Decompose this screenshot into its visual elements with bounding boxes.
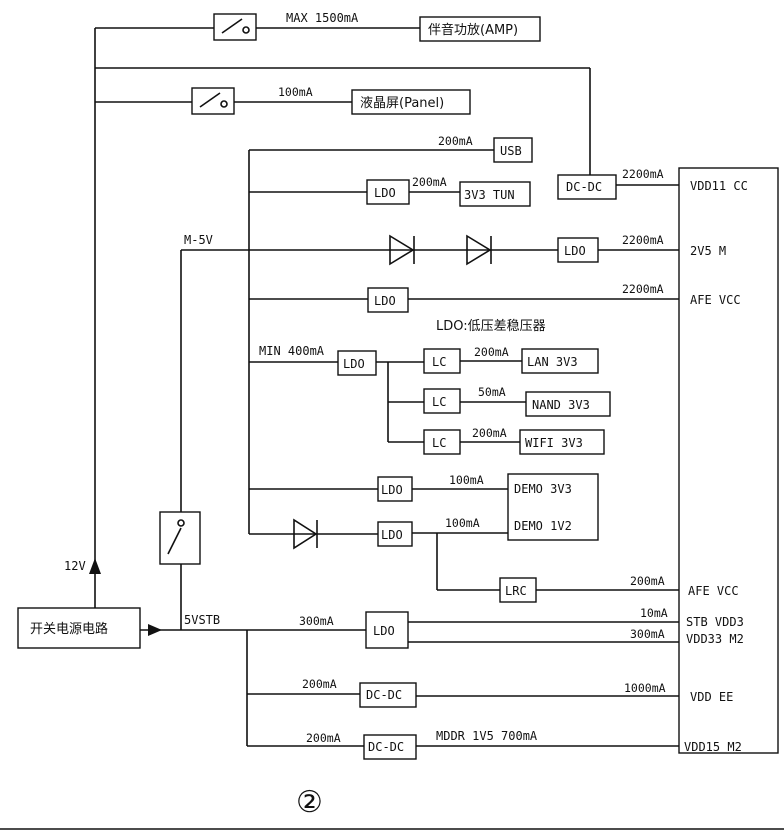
block-lan (521, 348, 599, 374)
label-ldo-demo3: LDO (381, 483, 403, 497)
diode-2-body (466, 234, 492, 266)
block-tun (459, 181, 531, 207)
soc-rail-vdd33: VDD33 M2 (686, 632, 744, 646)
label-ldo-main: LDO (343, 357, 365, 371)
block-ldo-2v5 (557, 237, 599, 263)
label-tun-block: 3V3 TUN (464, 188, 515, 202)
label-amp-max: MAX 1500mA (286, 11, 359, 25)
current-wifi: 200mA (472, 426, 507, 440)
block-wifi (519, 429, 605, 455)
current-m2-in: 200mA (306, 731, 341, 745)
figure-number: ② (296, 785, 323, 820)
block-demo (507, 473, 599, 541)
block-psu (17, 607, 141, 649)
block-lc-lan (423, 348, 461, 374)
label-ldo-demo1: LDO (381, 528, 403, 542)
arrow-12v (89, 558, 101, 574)
current-nand: 50mA (478, 385, 506, 399)
current-afe2: 200mA (630, 574, 665, 588)
current-tun: 200mA (412, 175, 447, 189)
label-panel-block: 液晶屏(Panel) (360, 96, 444, 111)
label-nand-block: NAND 3V3 (532, 398, 590, 412)
block-lc-nand (423, 388, 461, 414)
label-psu-block: 开关电源电路 (30, 621, 108, 637)
label-dcdc-ee: DC-DC (366, 688, 402, 702)
current-demo3: 100mA (449, 473, 484, 487)
label-lan-block: LAN 3V3 (527, 355, 578, 369)
label-ldo-afe1: LDO (374, 294, 396, 308)
current-ee-out: 1000mA (624, 681, 666, 695)
soc-rail-vdd-ee: VDD EE (690, 690, 733, 704)
soc-rail-afe1: AFE VCC (690, 293, 741, 307)
soc-rail-vdd11: VDD11 CC (690, 179, 748, 193)
label-demo3: DEMO 3V3 (514, 482, 572, 496)
label-usb-block: USB (500, 144, 522, 158)
label-demo1: DEMO 1V2 (514, 519, 572, 533)
label-lc-wifi: LC (432, 436, 446, 450)
diode-1-body (389, 234, 415, 266)
current-stb-vdd3: 10mA (640, 606, 668, 620)
switch-panel-contact (220, 100, 228, 108)
block-amp (419, 16, 541, 42)
label-ldo-legend: LDO:低压差稳压器 (436, 318, 546, 334)
current-afe1: 2200mA (622, 282, 664, 296)
label-ldo-stb: LDO (373, 624, 395, 638)
label-lc-lan: LC (432, 355, 446, 369)
label-lrc: LRC (505, 584, 527, 598)
label-12v: 12V (64, 559, 86, 573)
label-dcdc-m2: DC-DC (368, 740, 404, 754)
switch-panel-blade (199, 92, 221, 108)
arrow-5vstb (148, 624, 162, 636)
label-wifi-block: WIFI 3V3 (525, 436, 583, 450)
switch-m5v (159, 511, 201, 565)
label-min400: MIN 400mA (259, 344, 325, 358)
label-m5v: M-5V (184, 233, 213, 247)
soc-rail-2v5: 2V5 M (690, 244, 726, 258)
soc-block (678, 167, 779, 754)
soc-rail-afe2: AFE VCC (688, 584, 739, 598)
label-ldo-2v5: LDO (564, 244, 586, 258)
block-ldo-demo1 (377, 521, 413, 547)
current-vdd11: 2200mA (622, 167, 664, 181)
block-ldo-afe1 (367, 287, 409, 313)
soc-rail-stb-vdd3: STB VDD3 (686, 615, 744, 629)
switch-m5v-blade (167, 527, 182, 555)
diode-3-body (293, 518, 318, 550)
label-mddr: MDDR 1V5 700mA (436, 729, 538, 743)
label-amp-block: 伴音功放(AMP) (428, 22, 518, 38)
current-2v5: 2200mA (622, 233, 664, 247)
block-ldo-demo3 (377, 476, 413, 502)
switch-amp (213, 13, 257, 41)
switch-m5v-contact (177, 519, 185, 527)
block-usb (493, 137, 533, 163)
block-dcdc-vdd11 (557, 174, 617, 200)
block-ldo-tun (366, 179, 410, 205)
soc-rail-vdd15: VDD15 M2 (684, 740, 742, 754)
current-panel: 100mA (278, 85, 313, 99)
current-vdd33: 300mA (630, 627, 665, 641)
block-dcdc-m2 (363, 734, 417, 760)
current-demo1: 100mA (445, 516, 480, 530)
current-usb: 200mA (438, 134, 473, 148)
switch-panel (191, 87, 235, 115)
block-nand (525, 391, 611, 417)
current-lan: 200mA (474, 345, 509, 359)
current-ee-in: 200mA (302, 677, 337, 691)
block-panel (351, 89, 471, 115)
block-dcdc-ee (359, 682, 417, 708)
label-ldo-tun: LDO (374, 186, 396, 200)
label-lc-nand: LC (432, 395, 446, 409)
block-lc-wifi (423, 429, 461, 455)
block-ldo-main (337, 350, 377, 376)
label-dcdc-vdd11: DC-DC (566, 180, 602, 194)
block-ldo-stb (365, 611, 409, 649)
label-5vstb: 5VSTB (184, 613, 220, 627)
switch-amp-contact (242, 26, 250, 34)
current-stb-in: 300mA (299, 614, 334, 628)
switch-amp-blade (221, 18, 243, 34)
